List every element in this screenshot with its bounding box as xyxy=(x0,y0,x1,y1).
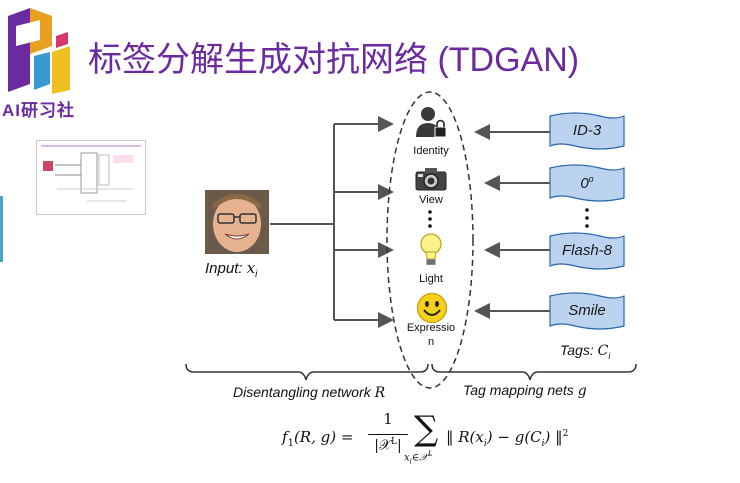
attr-label-view: View xyxy=(419,194,443,206)
input-face-image xyxy=(205,190,269,254)
camera-icon xyxy=(415,168,447,191)
brand-logo-text: AI研习社 xyxy=(2,101,75,120)
attr-label-expression: Expressio xyxy=(406,322,456,334)
tdgan-diagram xyxy=(185,91,637,389)
tags-caption: Tags: Ci xyxy=(560,342,611,361)
disentangling-network-label: Disentangling network R xyxy=(233,384,386,401)
brand-logo xyxy=(8,8,70,94)
slide-title: 标签分解生成对抗网络 (TDGAN) xyxy=(88,41,580,79)
tag-expression: Smile xyxy=(568,302,606,319)
tag-light: Flash-8 xyxy=(561,242,613,259)
lightbulb-icon xyxy=(420,233,442,265)
slide-thumbnail[interactable] xyxy=(36,140,146,215)
left-accent-bar xyxy=(0,196,3,262)
loss-formula: f1(R, g) = 1 |𝒳L| ∑ xi∈𝒳L ‖ R(xi) − g(Ci… xyxy=(282,409,569,466)
input-label: Input: xi xyxy=(205,259,258,280)
identity-lock-icon xyxy=(416,107,447,138)
tag-id: ID-3 xyxy=(572,122,602,139)
attr-label-identity: Identity xyxy=(413,145,449,157)
tag-view: 0o xyxy=(580,174,594,192)
attr-label-light: Light xyxy=(419,273,443,285)
attr-label-expression-cont: n xyxy=(427,336,435,348)
tag-mapping-nets-label: Tag mapping nets g xyxy=(463,382,587,399)
smiley-icon xyxy=(416,292,448,324)
